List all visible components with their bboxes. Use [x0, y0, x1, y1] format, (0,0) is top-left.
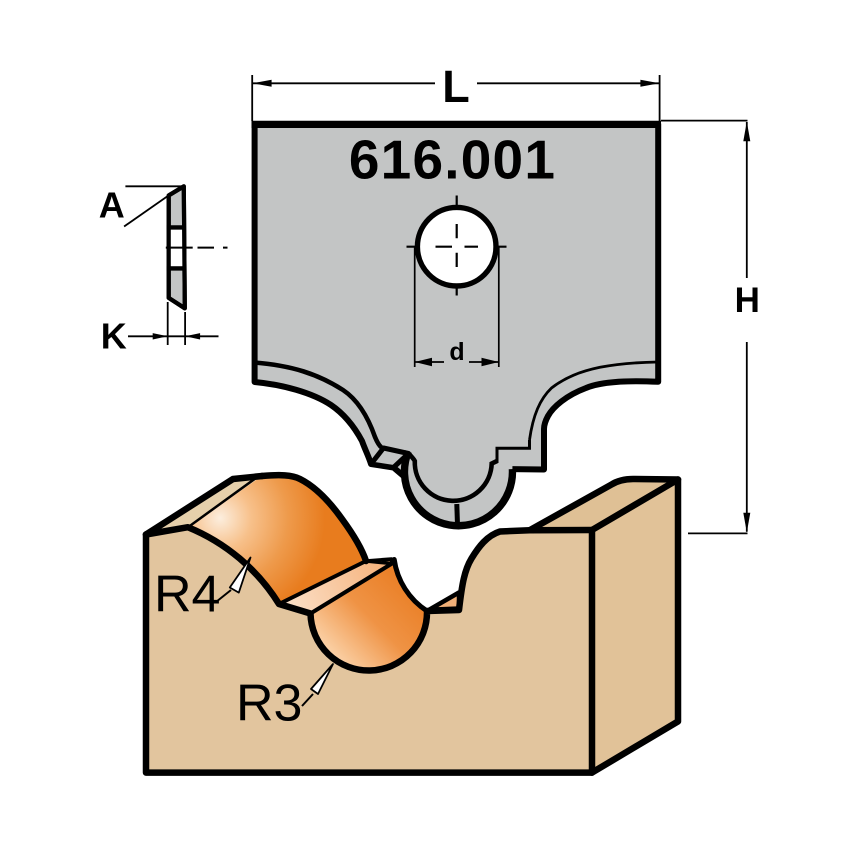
- svg-text:616.001: 616.001: [349, 129, 556, 191]
- svg-text:L: L: [442, 61, 470, 112]
- svg-text:A: A: [99, 184, 125, 225]
- svg-text:d: d: [449, 338, 464, 366]
- svg-text:K: K: [101, 315, 127, 356]
- svg-text:H: H: [735, 281, 760, 320]
- svg-text:R3: R3: [236, 675, 302, 733]
- svg-text:R4: R4: [154, 566, 220, 624]
